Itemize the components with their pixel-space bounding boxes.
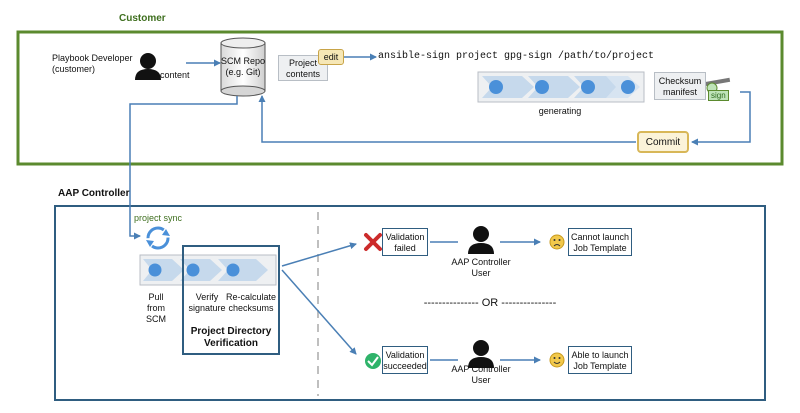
project-sync-label: project sync	[134, 213, 183, 223]
succeeded-user-person-icon	[468, 340, 494, 368]
check-circle-icon	[365, 353, 381, 369]
verification-group-frame	[182, 245, 280, 355]
verification-chevrons	[143, 259, 268, 281]
verify-step-label: Verify signature	[188, 292, 226, 313]
content-label: content	[160, 70, 190, 80]
validation-succeeded-box: Validation succeeded	[382, 346, 428, 374]
or-divider: --------------- OR ---------------	[423, 297, 557, 309]
recalc-step-label: Re-calculate checksums	[225, 292, 277, 313]
arrow-repo-to-sync	[129, 96, 238, 240]
validation-failed-box: Validation failed	[382, 228, 428, 256]
arrow-commit-to-repo	[258, 95, 636, 143]
sign-badge: sign	[708, 90, 729, 101]
checksum-manifest-box: Checksum manifest	[654, 72, 706, 100]
failed-user-person-icon	[468, 226, 494, 254]
sync-icon	[146, 226, 170, 250]
developer-person-icon	[135, 53, 161, 80]
verification-title: Project Directory Verification	[190, 326, 272, 349]
sign-command: ansible-sign project gpg-sign /path/to/p…	[378, 51, 655, 62]
edit-badge: edit	[318, 49, 344, 65]
pull-step-label: Pull from SCM	[146, 292, 166, 324]
aap-title: AAP Controller	[58, 188, 130, 199]
developer-label: Playbook Developer (customer)	[52, 53, 133, 74]
generating-label: generating	[538, 106, 582, 116]
customer-title: Customer	[119, 13, 166, 24]
arrow-to-succeeded	[281, 269, 357, 355]
customer-frame	[16, 30, 784, 166]
scm-repo-label: SCM Repo (e.g. Git)	[220, 56, 265, 77]
happy-face-icon	[549, 352, 565, 368]
commit-box: Commit	[637, 131, 689, 153]
succeeded-user-label: AAP Controller User	[451, 364, 511, 385]
aap-frame	[54, 205, 766, 401]
x-icon	[364, 233, 382, 251]
generating-chevrons	[482, 76, 640, 98]
database-icon	[220, 37, 266, 97]
failed-user-label: AAP Controller User	[451, 257, 511, 278]
cannot-launch-box: Cannot launch Job Template	[568, 228, 632, 256]
able-to-launch-box: Able to launch Job Template	[568, 346, 632, 374]
sad-face-icon	[549, 234, 565, 250]
arrow-manifest-to-commit	[691, 91, 751, 146]
arrow-to-failed	[281, 242, 357, 267]
